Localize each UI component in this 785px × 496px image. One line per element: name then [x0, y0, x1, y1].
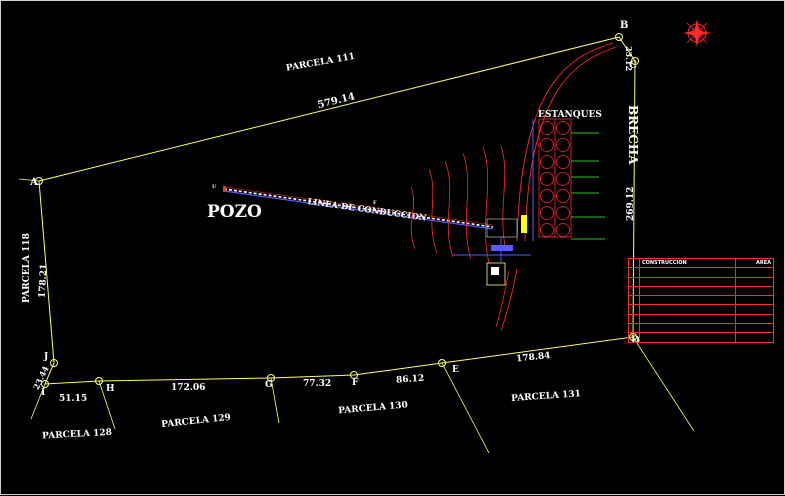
vertex-marker-b: [615, 33, 623, 41]
distance-ef: 86.12: [396, 374, 425, 386]
table-row: [628, 267, 774, 278]
table-row: [628, 332, 774, 343]
vertex-marker-c: [631, 57, 639, 65]
parcel-130-label: PARCELA 130: [338, 400, 408, 416]
well-marker: [223, 186, 226, 192]
area-table-header-construction: CONSTRUCCION: [639, 257, 736, 269]
pipe-label: LINEA DE CONDUCCION: [307, 197, 427, 224]
parcel-129-label: PARCELA 129: [161, 413, 232, 430]
vertex-label-i: I: [41, 388, 45, 398]
distance-gh: 172.06: [171, 383, 205, 393]
ponds-block: [538, 118, 572, 238]
vertex-marker-h: [95, 377, 103, 385]
distance-ja: 178.21: [38, 264, 50, 299]
vertex-label-h: H: [106, 384, 115, 394]
vertex-label-a: A: [29, 177, 38, 188]
vertex-label-c: C: [629, 60, 637, 71]
parcel-131-label: PARCELA 131: [511, 389, 581, 404]
distance-fg: 77.32: [303, 379, 331, 389]
distance-bc: 23.12: [624, 46, 634, 71]
north-arrow-icon: [683, 19, 711, 47]
access-road: [516, 42, 617, 242]
vertex-marker-j: [50, 359, 58, 367]
table-row: [628, 313, 774, 325]
property-boundary: [38, 36, 636, 385]
table-row: [628, 323, 774, 334]
pipe-start-marker: U: [212, 184, 217, 190]
vertex-label-f: F: [352, 378, 359, 388]
distance-hi: 51.15: [59, 394, 87, 404]
road-label: BRECHA: [626, 105, 640, 165]
pipe-mid-marker: F: [373, 200, 377, 206]
distance-de: 178.84: [516, 351, 551, 365]
parcel-111-label: PARCELA 111: [285, 52, 356, 74]
table-row: [628, 276, 774, 287]
facility-block: [453, 215, 531, 286]
pond-outlets: [571, 132, 605, 240]
table-row: [628, 295, 774, 306]
well-label: POZO: [207, 202, 262, 222]
table-row: [628, 285, 774, 297]
vertex-marker-g: [267, 374, 275, 382]
vertex-marker-e: [438, 359, 446, 367]
distance-ab: 579.14: [316, 91, 356, 111]
vertex-label-j: J: [43, 352, 48, 362]
contour-lines: [410, 145, 518, 332]
area-table: CONSTRUCCION AREA: [628, 257, 774, 343]
vertex-marker-a: [35, 177, 43, 185]
vertex-marker-i: [41, 380, 49, 388]
vertex-label-g: G: [265, 380, 273, 390]
distance-cd: 269.12: [626, 187, 636, 221]
area-table-header: CONSTRUCCION AREA: [628, 257, 774, 269]
area-table-header-area: AREA: [734, 257, 774, 269]
parcel-128-label: PARCELA 128: [42, 428, 112, 442]
vertex-label-e: E: [452, 365, 459, 375]
vertex-label-b: B: [620, 20, 628, 31]
parcel-divider-lines: [18, 178, 695, 454]
table-row: [628, 304, 774, 315]
ponds-title: ESTANQUES: [538, 110, 602, 120]
vertex-marker-f: [350, 371, 358, 379]
parcel-118-label: PARCELA 118: [22, 233, 32, 303]
